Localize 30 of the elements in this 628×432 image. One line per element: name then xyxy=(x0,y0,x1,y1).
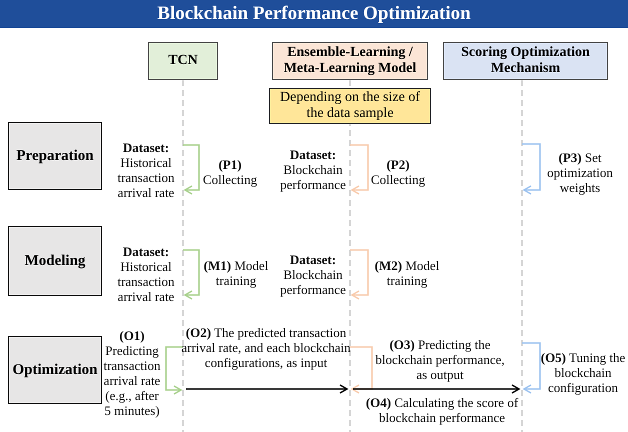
arrow xyxy=(350,249,369,300)
dataset-label: Dataset: Blockchain performance xyxy=(279,147,347,192)
title-banner: Blockchain Performance Optimization xyxy=(0,0,628,28)
lane-header: Ensemble-Learning / Meta-Learning Model xyxy=(272,42,428,80)
edge-label: (M1) Model training xyxy=(202,258,270,288)
edge-label: (P2) Collecting xyxy=(370,157,426,187)
arrow xyxy=(353,384,520,394)
edge-label: (O1) Predicting transaction arrival rate (e.g., after 5 minutes) xyxy=(102,328,162,418)
phase-box: Modeling xyxy=(8,226,102,296)
arrow xyxy=(183,249,200,300)
edge-label: (O3) Predicting the blockchain performance, as output xyxy=(374,337,506,382)
arrow xyxy=(183,144,200,195)
phase-box: Preparation xyxy=(8,122,102,190)
edge-label: (O2) The predicted transaction arrival rate, and each blockchain configurations, as input xyxy=(180,325,352,370)
arrow xyxy=(522,143,541,195)
lane-header: TCN xyxy=(148,42,218,80)
dataset-label: Dataset: Blockchain performance xyxy=(279,252,347,297)
edge-label: (P3) Set optimization weights xyxy=(546,150,614,195)
edge-label: (M2) Model training xyxy=(374,258,440,288)
lane-header: Scoring Optimization Mechanism xyxy=(443,42,608,80)
dataset-label: Dataset: Historical transaction arrival rate xyxy=(116,140,176,200)
dataset-label: Dataset: Historical transaction arrival rate xyxy=(116,244,176,304)
edge-label: (P1) Collecting xyxy=(202,157,258,187)
step-label: (O4) Calculating the score of blockchain performance xyxy=(364,395,520,425)
arrow xyxy=(522,342,541,394)
arrow xyxy=(350,144,369,195)
edge-label: (O5) Tuning the blockchain configuration xyxy=(540,350,626,395)
phase-box: Optimization xyxy=(8,336,102,404)
arrow xyxy=(186,384,348,394)
arrow xyxy=(165,346,183,395)
